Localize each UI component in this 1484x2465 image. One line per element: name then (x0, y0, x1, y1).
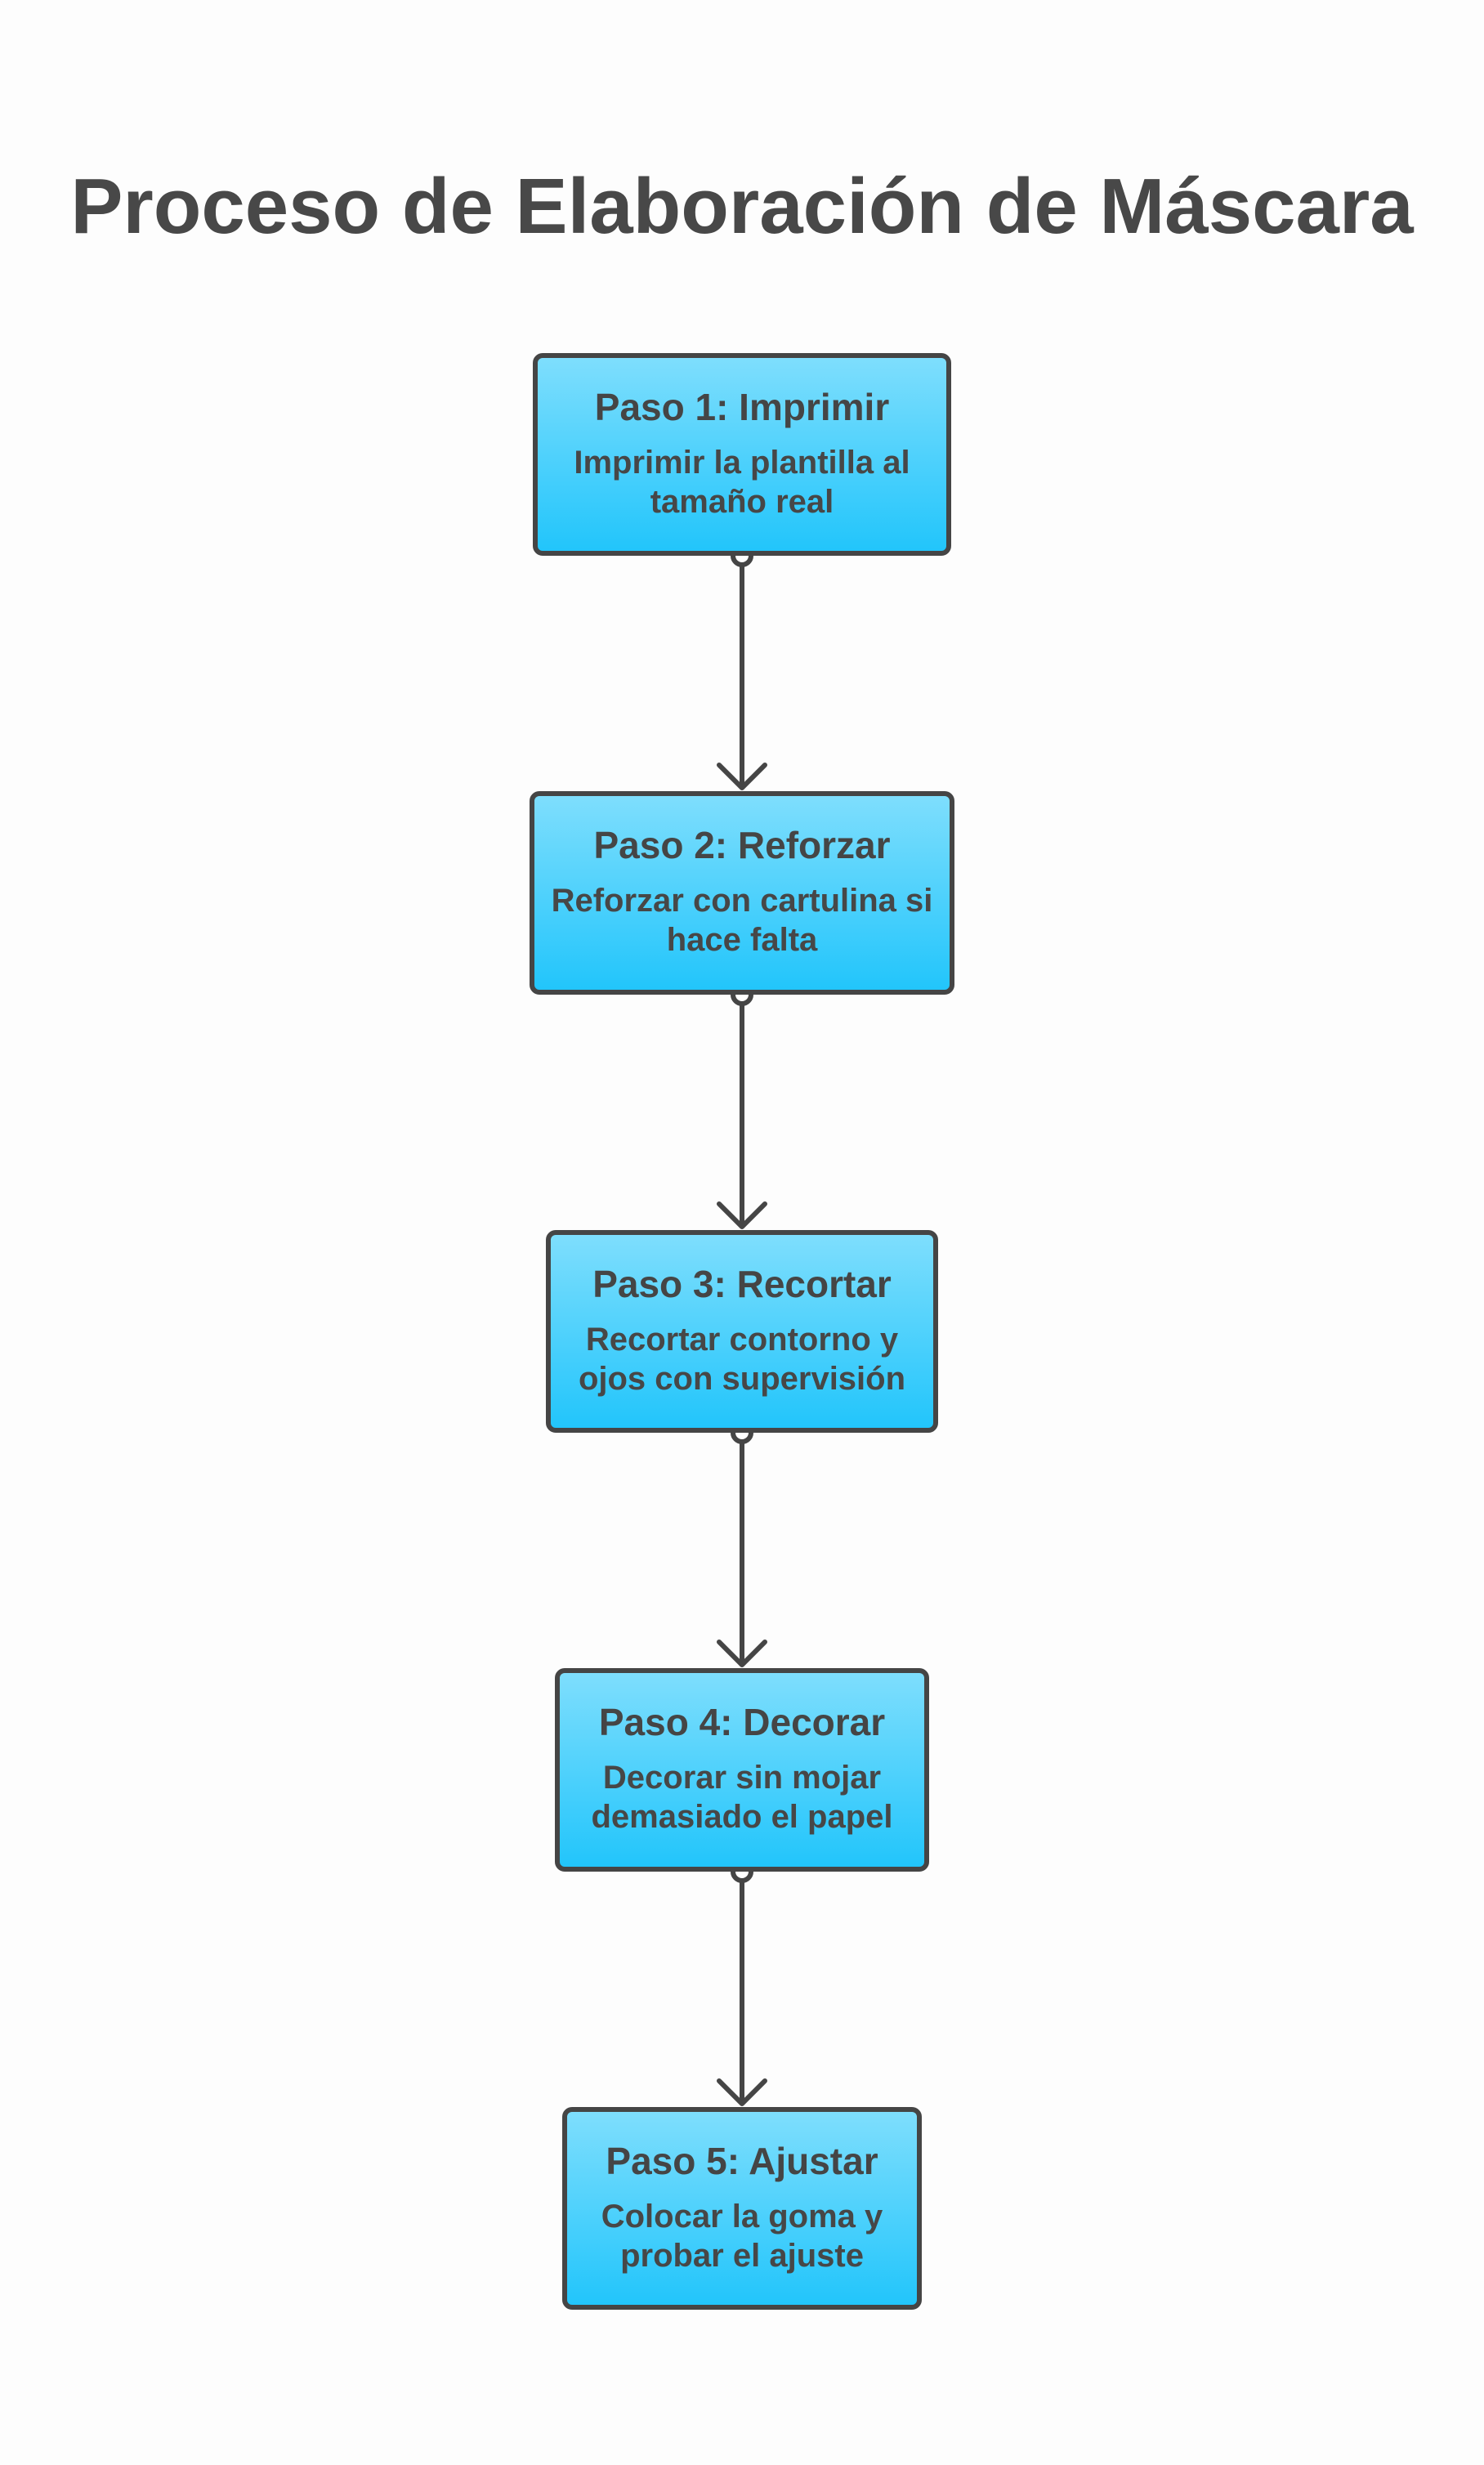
step-title: Paso 4: Decorar (598, 1701, 886, 1743)
connector-3-4 (717, 1421, 767, 1667)
step-title: Paso 2: Reforzar (593, 824, 891, 866)
step-description: Reforzar con cartulina si hace falta (551, 883, 933, 958)
connector-4-5 (717, 1860, 767, 2106)
connector-1-2 (717, 544, 767, 790)
step-box-4: Paso 4: Decorar Decorar sin mojar demasi… (555, 1668, 929, 1872)
diagram-title: Proceso de Elaboración de Máscara (70, 163, 1414, 250)
step-title: Paso 1: Imprimir (594, 386, 890, 428)
step-description: Colocar la goma y probar el ajuste (601, 2199, 883, 2274)
step-title: Paso 5: Ajustar (606, 2140, 878, 2182)
step-description: Imprimir la plantilla al tamaño real (574, 445, 910, 520)
step-box-3: Paso 3: Recortar Recortar contorno y ojo… (546, 1230, 938, 1433)
step-description: Decorar sin mojar demasiado el papel (591, 1760, 893, 1835)
connector-2-3 (717, 983, 767, 1229)
step-box-2: Paso 2: Reforzar Reforzar con cartulina … (530, 791, 954, 995)
step-box-5: Paso 5: Ajustar Colocar la goma y probar… (562, 2107, 922, 2310)
step-title: Paso 3: Recortar (592, 1263, 892, 1305)
step-box-1: Paso 1: Imprimir Imprimir la plantilla a… (533, 353, 951, 556)
step-description: Recortar contorno y ojos con supervisión (578, 1322, 906, 1397)
